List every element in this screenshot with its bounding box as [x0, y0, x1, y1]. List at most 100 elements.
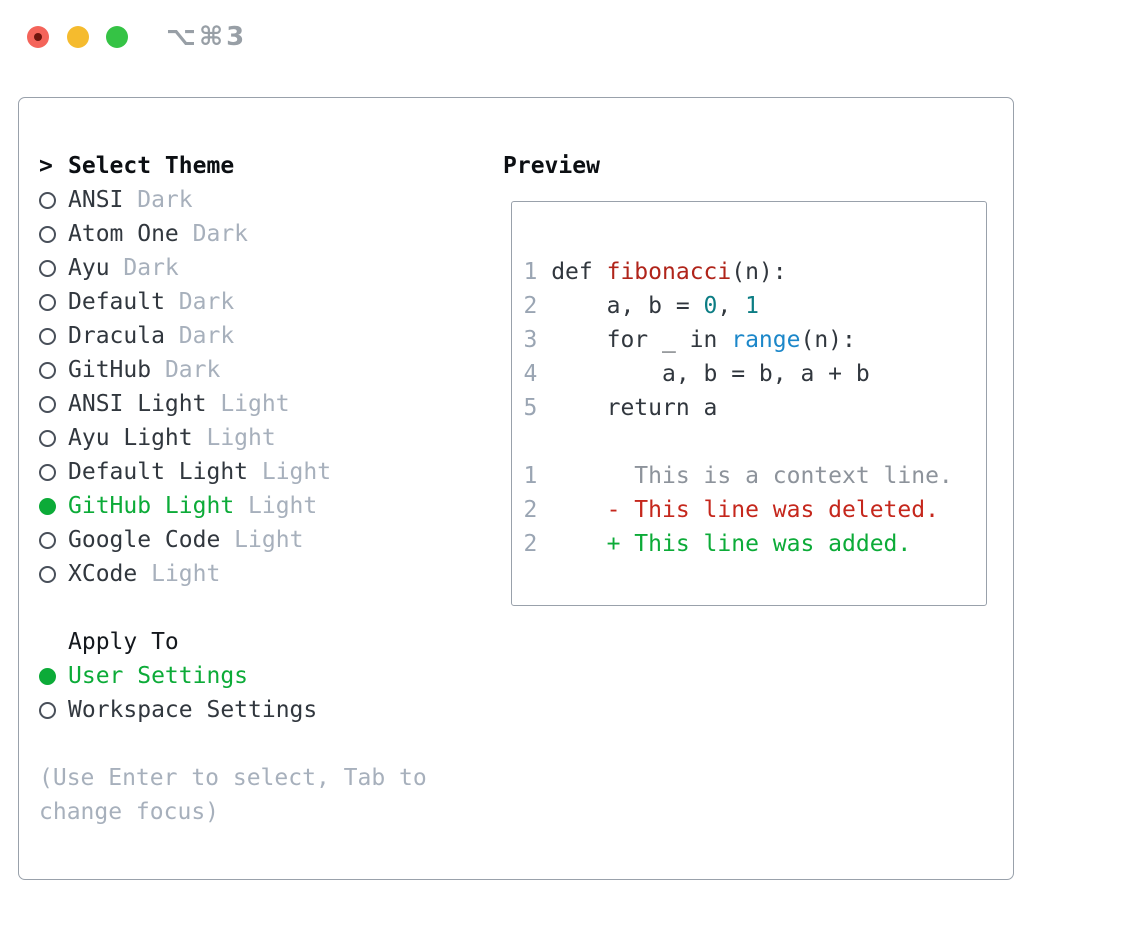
theme-option-ansi[interactable]: ANSI Dark: [39, 183, 427, 217]
code-line: 2 + This line was added.: [524, 527, 953, 561]
radio-icon: [39, 395, 56, 413]
theme-variant: Light: [220, 527, 304, 553]
theme-option-atom-one[interactable]: Atom One Dark: [39, 217, 427, 251]
radio-icon: [39, 463, 56, 481]
theme-option-github-light[interactable]: GitHub Light Light: [39, 489, 427, 523]
code-token-ln: 2: [523, 531, 538, 557]
theme-variant: Light: [206, 391, 290, 417]
code-token-ln: 5: [523, 395, 538, 421]
radio-selected-icon: [39, 667, 56, 685]
theme-variant: Light: [234, 493, 318, 519]
theme-option-github[interactable]: GitHub Dark: [39, 353, 427, 387]
code-token-code: (n):: [731, 259, 787, 285]
code-line: 5 return a: [524, 391, 953, 425]
code-token-code: a, b =: [537, 293, 704, 319]
code-line: [524, 425, 953, 459]
code-token-code: def: [537, 259, 607, 285]
code-line: 2 a, b = 0, 1: [524, 289, 953, 323]
window-shortcut-label: ⌥⌘3: [166, 22, 248, 52]
theme-option-dracula[interactable]: Dracula Dark: [39, 319, 427, 353]
prompt-icon: >: [39, 153, 53, 179]
code-token-num: 0: [703, 293, 718, 319]
close-button[interactable]: [27, 26, 49, 48]
code-line: 2 - This line was deleted.: [524, 493, 953, 527]
code-token-ln: 1: [523, 259, 538, 285]
theme-name: Dracula: [68, 323, 165, 349]
radio-icon: [39, 429, 56, 447]
theme-option-ayu-light[interactable]: Ayu Light Light: [39, 421, 427, 455]
code-token-code: a, b = b, a + b: [537, 361, 870, 387]
code-token-num: 1: [745, 293, 759, 319]
theme-name: Default: [68, 289, 165, 315]
titlebar: ⌥⌘3: [0, 0, 1140, 74]
code-token-code: return a: [537, 395, 718, 421]
radio-icon: [39, 225, 56, 243]
spacer-row: [39, 727, 427, 761]
radio-icon: [39, 327, 56, 345]
code-line: 1 This is a context line.: [524, 459, 953, 493]
code-token-code: (n):: [800, 327, 856, 353]
zoom-button[interactable]: [106, 26, 128, 48]
code-token-ln: 2: [523, 497, 538, 523]
preview-title: Preview: [503, 153, 600, 179]
theme-name: GitHub Light: [68, 493, 235, 519]
theme-option-ansi-light[interactable]: ANSI Light Light: [39, 387, 427, 421]
theme-name: ANSI Light: [68, 391, 207, 417]
theme-variant: Dark: [151, 357, 221, 383]
radio-icon: [39, 361, 56, 379]
theme-variant: Light: [192, 425, 276, 451]
code-token-fn: fibonacci: [606, 259, 732, 285]
code-line: 1 def fibonacci(n):: [524, 255, 953, 289]
radio-icon: [39, 293, 56, 311]
code-token-ln: 2: [523, 293, 538, 319]
code-token-add: + This line was added.: [537, 531, 912, 557]
theme-name: Ayu Light: [68, 425, 193, 451]
apply-option-workspace-settings[interactable]: Workspace Settings: [39, 693, 427, 727]
code-token-builtin: range: [731, 327, 801, 353]
theme-variant: Light: [248, 459, 332, 485]
code-token-ln: 3: [523, 327, 538, 353]
unsaved-dot-icon: [34, 33, 42, 41]
minimize-button[interactable]: [67, 26, 89, 48]
radio-icon: [39, 531, 56, 549]
radio-icon: [39, 565, 56, 583]
select-theme-title: Select Theme: [68, 153, 235, 179]
apply-option-user-settings[interactable]: User Settings: [39, 659, 427, 693]
theme-name: Ayu: [68, 255, 110, 281]
theme-option-xcode[interactable]: XCode Light: [39, 557, 427, 591]
code-token-code: ,: [717, 293, 746, 319]
theme-variant: Dark: [109, 255, 179, 281]
radio-icon: [39, 701, 56, 719]
theme-variant: Dark: [164, 289, 235, 315]
code-token-code: for _ in: [537, 327, 732, 353]
code-line: 3 for _ in range(n):: [524, 323, 953, 357]
theme-variant: Dark: [164, 323, 235, 349]
theme-option-default-light[interactable]: Default Light Light: [39, 455, 427, 489]
code-token-ln: 4: [523, 361, 538, 387]
apply-option-label: User Settings: [68, 663, 249, 689]
theme-option-google-code[interactable]: Google Code Light: [39, 523, 427, 557]
theme-option-default[interactable]: Default Dark: [39, 285, 427, 319]
theme-variant: Light: [137, 561, 221, 587]
theme-name: XCode: [68, 561, 138, 587]
apply-option-label: Workspace Settings: [68, 697, 318, 723]
radio-icon: [39, 191, 56, 209]
select-theme-header: > Select Theme: [39, 149, 427, 183]
radio-selected-icon: [39, 497, 56, 515]
theme-name: Default Light: [68, 459, 249, 485]
apply-to-title: Apply To: [68, 629, 179, 655]
code-line: 4 a, b = b, a + b: [524, 357, 953, 391]
theme-option-ayu[interactable]: Ayu Dark: [39, 251, 427, 285]
code-token-ctx: This is a context line.: [537, 463, 953, 489]
spacer-row: [39, 591, 427, 625]
theme-name: ANSI: [68, 187, 124, 213]
code-token-del: - This line was deleted.: [537, 497, 939, 523]
theme-variant: Dark: [178, 221, 249, 247]
